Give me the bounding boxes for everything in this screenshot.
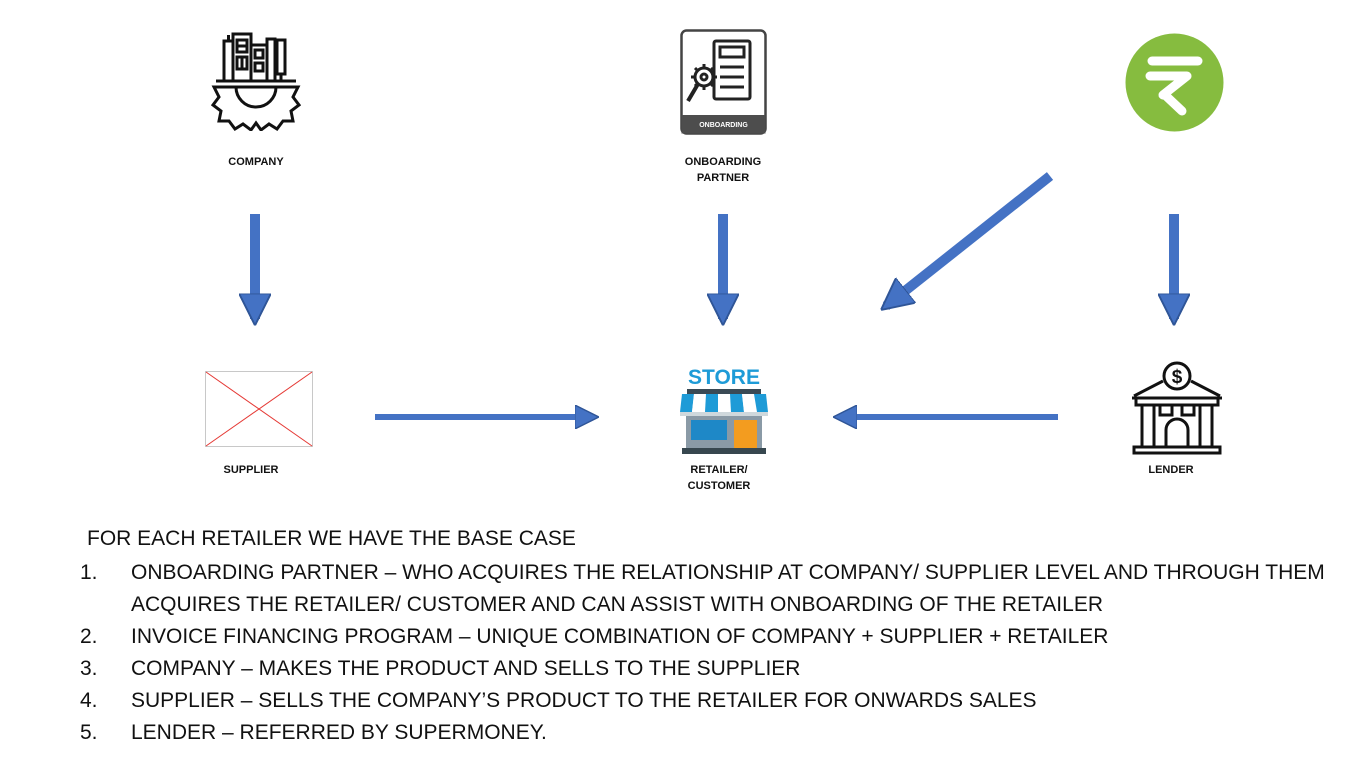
supermoney-logo-icon <box>1125 33 1224 132</box>
onboarding-document-icon: ONBOARDING <box>680 29 767 135</box>
bank-icon: $ <box>1132 361 1222 455</box>
notes-item-text: INVOICE FINANCING PROGRAM – UNIQUE COMBI… <box>131 625 1109 648</box>
notes-item-number: 5. <box>80 721 98 744</box>
onboarding-icon-caption: ONBOARDING <box>699 122 748 129</box>
store-icon: STORE <box>680 366 768 454</box>
notes-item-text: SUPPLIER – SELLS THE COMPANY’S PRODUCT T… <box>131 689 1037 712</box>
notes-item-number: 3. <box>80 657 98 680</box>
company-label: COMPANY <box>176 154 336 170</box>
notes-item-text: LENDER – REFERRED BY SUPERMONEY. <box>131 721 547 744</box>
notes-item-text: COMPANY – MAKES THE PRODUCT AND SELLS TO… <box>131 657 801 680</box>
notes-list: 1. ONBOARDING PARTNER – WHO ACQUIRES THE … <box>80 557 1350 749</box>
arrow-supermoney-to-retailer <box>886 172 1054 306</box>
store-icon-caption: STORE <box>688 366 760 389</box>
lender-icon-caption: $ <box>1172 367 1183 388</box>
retailer-label-line1: RETAILER/ <box>690 464 748 476</box>
company-node <box>210 31 302 136</box>
notes-item-number: 2. <box>80 625 98 648</box>
retailer-label-line2: CUSTOMER <box>687 480 751 492</box>
retailer-label: RETAILER/ CUSTOMER <box>639 462 799 494</box>
broken-image-placeholder <box>205 371 313 447</box>
notes-intro: FOR EACH RETAILER WE HAVE THE BASE CASE <box>87 527 576 550</box>
company-label-text: COMPANY <box>228 156 284 168</box>
onboarding-partner-label-line2: PARTNER <box>696 172 750 184</box>
factory-gear-icon <box>210 32 302 133</box>
notes-item-number: 4. <box>80 689 98 712</box>
notes-item: 4. SUPPLIER – SELLS THE COMPANY’S PRODUCT… <box>80 685 1350 717</box>
onboarding-partner-label-line1: ONBOARDING <box>684 156 762 168</box>
supplier-node <box>205 371 313 452</box>
onboarding-partner-node: ONBOARDING <box>680 29 767 140</box>
notes-item-text: ONBOARDING PARTNER – WHO ACQUIRES THE RE… <box>131 561 1325 616</box>
supplier-label-text: SUPPLIER <box>223 464 279 476</box>
supplier-label: SUPPLIER <box>171 462 331 478</box>
retailer-node: STORE <box>680 362 768 459</box>
lender-node: $ <box>1128 358 1226 463</box>
notes-item-number: 1. <box>80 561 98 584</box>
notes-item: 1. ONBOARDING PARTNER – WHO ACQUIRES THE … <box>80 557 1350 621</box>
notes-item: 3. COMPANY – MAKES THE PRODUCT AND SELLS … <box>80 653 1350 685</box>
notes-item: 5. LENDER – REFERRED BY SUPERMONEY. <box>80 717 1350 749</box>
notes-item: 2. INVOICE FINANCING PROGRAM – UNIQUE COM… <box>80 621 1350 653</box>
lender-label: LENDER <box>1091 462 1251 478</box>
supermoney-node <box>1125 33 1224 137</box>
onboarding-partner-label: ONBOARDING PARTNER <box>643 154 803 186</box>
lender-label-text: LENDER <box>1148 464 1194 476</box>
